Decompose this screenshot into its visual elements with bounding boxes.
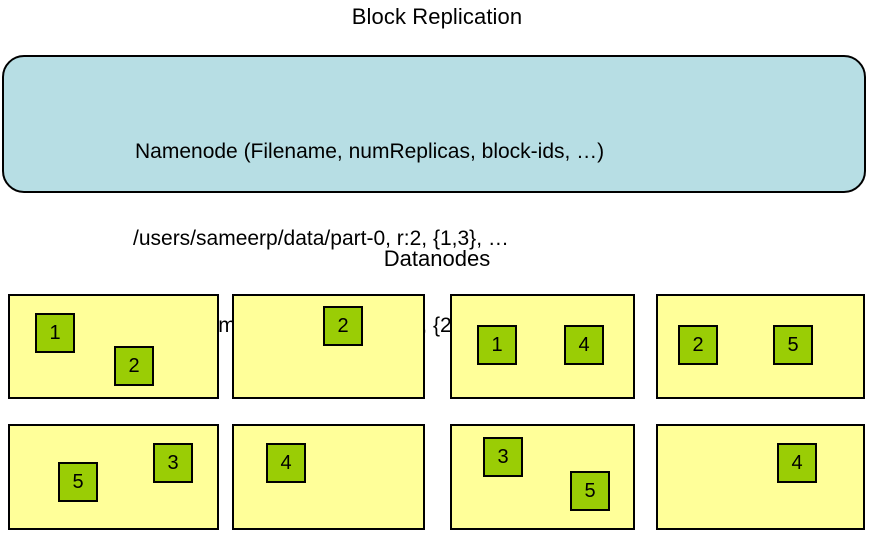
block-replica[interactable]: 2 — [323, 306, 363, 346]
block-replica[interactable]: 2 — [678, 325, 718, 365]
block-replica[interactable]: 5 — [773, 325, 813, 365]
namenode-box — [2, 55, 866, 193]
page-title: Block Replication — [351, 4, 523, 29]
datanode-8[interactable]: 4 — [656, 424, 865, 530]
block-replica[interactable]: 2 — [114, 346, 154, 386]
block-replica[interactable]: 3 — [483, 437, 523, 477]
block-replica[interactable]: 1 — [477, 325, 517, 365]
block-replica[interactable]: 4 — [564, 325, 604, 365]
namenode-file-line-1: /users/sameerp/data/part-0, r:2, {1,3}, … — [133, 227, 509, 250]
block-replica[interactable]: 3 — [153, 443, 193, 483]
block-replica[interactable]: 1 — [35, 313, 75, 353]
block-replica[interactable]: 4 — [266, 443, 306, 483]
block-replica[interactable]: 4 — [777, 443, 817, 483]
datanode-2[interactable]: 2 — [232, 294, 425, 399]
datanodes-label: Datanodes — [383, 246, 491, 271]
datanode-6[interactable]: 4 — [232, 424, 425, 530]
block-replica[interactable]: 5 — [570, 471, 610, 511]
namenode-schema-line: Namenode (Filename, numReplicas, block-i… — [135, 140, 605, 163]
block-replica[interactable]: 5 — [58, 462, 98, 502]
